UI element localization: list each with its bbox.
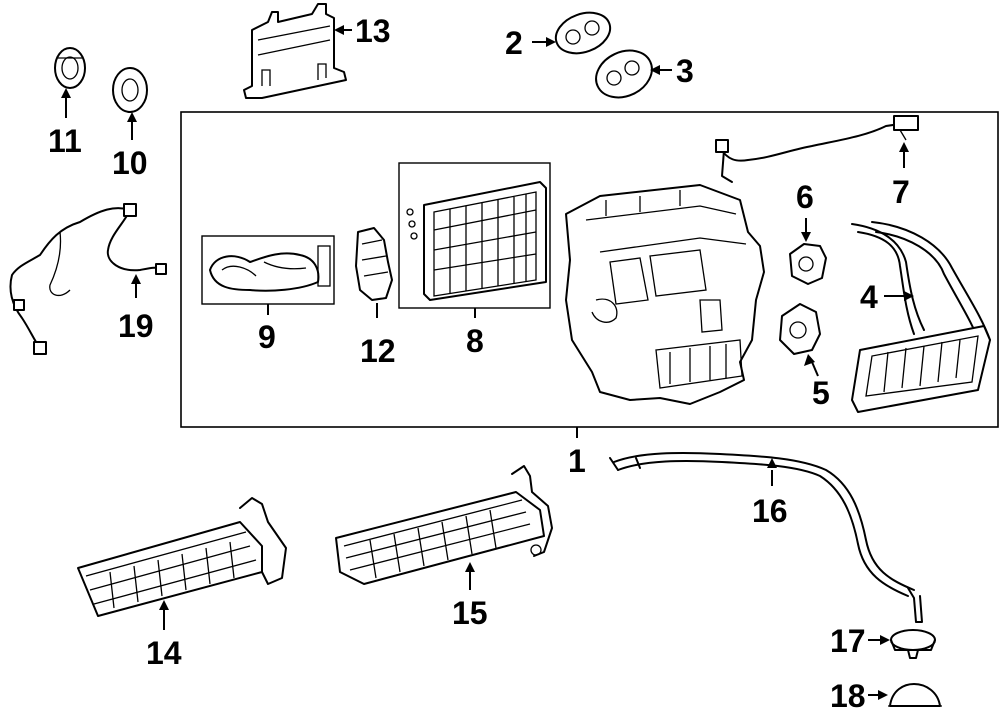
callout-11: 11 — [48, 123, 82, 159]
callout-4: 4 — [860, 279, 878, 315]
part-4-heater-core — [851, 221, 991, 413]
callout-12: 12 — [360, 333, 396, 369]
part-9-duct — [209, 245, 331, 292]
callout-7: 7 — [892, 174, 910, 210]
callout-9: 9 — [258, 319, 276, 355]
callout-16: 16 — [752, 493, 788, 529]
callout-8: 8 — [466, 323, 484, 359]
callout-10: 10 — [112, 145, 148, 181]
part-8-evaporator — [406, 181, 547, 301]
callout-18: 18 — [830, 678, 866, 714]
part-15-heater — [335, 465, 553, 585]
part-16-hose — [609, 451, 923, 623]
callout-19: 19 — [118, 308, 154, 344]
callout-17: 17 — [830, 623, 866, 659]
part-2-grommet — [554, 11, 612, 55]
hvac-housing — [565, 184, 765, 405]
callout-6: 6 — [796, 179, 814, 215]
part-11-clip — [54, 47, 86, 89]
callout-3: 3 — [676, 53, 694, 89]
part-5-motor — [779, 303, 821, 355]
callout-14: 14 — [146, 635, 182, 671]
part-18-plug — [888, 683, 942, 707]
part-14-heater — [77, 497, 287, 617]
part-12-actuator — [355, 227, 393, 301]
part-7-sensor-wire — [715, 115, 919, 183]
part-17-plug — [890, 629, 936, 659]
part-3-grommet — [595, 49, 653, 99]
part-6-motor — [789, 243, 827, 285]
part-10-seal — [112, 67, 148, 113]
assembly-frame — [180, 111, 999, 428]
callout-2: 2 — [505, 25, 523, 61]
part-13-bracket — [243, 3, 347, 99]
part-19-wire-harness — [9, 203, 167, 355]
part-9-box — [201, 235, 335, 305]
callout-5: 5 — [812, 375, 830, 411]
callout-1: 1 — [568, 443, 586, 479]
callout-15: 15 — [452, 595, 488, 631]
callout-13: 13 — [355, 13, 391, 49]
